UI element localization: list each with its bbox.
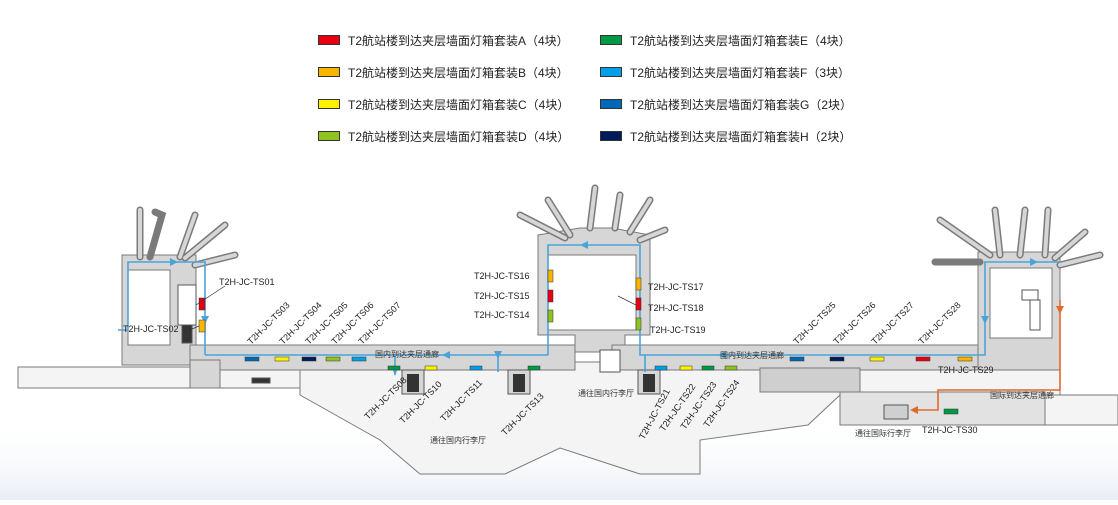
area-domestic-corridor-2: 国内到达夹层通廊 [720,350,784,360]
area-domestic-corridor-1: 国内到达夹层通廊 [375,349,439,359]
marker-ts28 [915,356,931,362]
legend-item-a: T2航站楼到达夹层墙面灯箱套装A（4块） [318,32,569,48]
marker-ts13 [527,365,541,371]
legend-label-g: T2航站楼到达夹层墙面灯箱套装G（2块） [630,97,853,112]
marker-ts27 [869,356,885,362]
label-ts18: T2H-JC-TS18 [648,303,704,313]
marker-ts23 [701,365,715,371]
legend-label-a: T2航站楼到达夹层墙面灯箱套装A（4块） [348,33,569,48]
intl-arrows [910,306,1064,414]
marker-ts29 [957,356,973,362]
legend-swatch-e [600,35,622,45]
label-ts30: T2H-JC-TS30 [922,425,978,435]
marker-ts08 [387,365,401,371]
label-ts28: T2H-JC-TS28 [916,300,962,346]
area-to-domestic-baggage-2: 通往国内行李厅 [578,388,634,398]
leader-lines [184,285,637,333]
legend-item-e: T2航站楼到达夹层墙面灯箱套装E（4块） [600,32,851,48]
marker-ts26 [829,356,845,362]
label-ts16: T2H-JC-TS16 [474,271,530,281]
legend-label-f: T2航站楼到达夹层墙面灯箱套装F（3块） [630,65,851,80]
legend-label-e: T2航站楼到达夹层墙面灯箱套装E（4块） [630,33,851,48]
legend-swatch-h [600,131,622,141]
legend-swatch-g [600,99,622,109]
legend-item-b: T2航站楼到达夹层墙面灯箱套装B（4块） [318,64,569,80]
marker-ts01 [198,297,206,311]
marker-ts19 [635,317,642,331]
inner-halls [127,254,1053,346]
intl-route [912,300,1061,411]
label-ts29: T2H-JC-TS29 [938,365,994,375]
marker-ts11 [469,365,483,371]
marker-ts24 [724,365,738,371]
area-to-intl-baggage: 通往国际行李厅 [855,428,911,438]
marker-ts30 [943,408,959,415]
legend: T2航站楼到达夹层墙面灯箱套装A（4块） T2航站楼到达夹层墙面灯箱套装B（4块… [318,26,878,156]
marker-ts03 [244,356,260,362]
marker-ts10 [424,365,438,371]
label-ts14: T2H-JC-TS14 [474,310,530,320]
area-intl-corridor: 国际到达夹层通廊 [990,390,1054,400]
legend-item-h: T2航站楼到达夹层墙面灯箱套装H（2块） [600,128,851,144]
legend-swatch-d [318,131,340,141]
marker-ts25 [789,356,805,362]
legend-swatch-a [318,35,340,45]
legend-label-d: T2航站楼到达夹层墙面灯箱套装D（4块） [348,129,570,144]
legend-item-f: T2航站楼到达夹层墙面灯箱套装F（3块） [600,64,850,80]
jetways-inner [138,186,1102,267]
marker-ts18 [635,297,642,311]
marker-ts16 [547,269,554,283]
marker-ts02 [198,319,206,333]
lightbox-markers [198,269,973,415]
marker-ts17 [635,277,642,291]
escalator-icons [407,374,655,392]
legend-item-c: T2航站楼到达夹层墙面灯箱套装C（4块） [318,96,569,112]
area-to-domestic-baggage-1: 通往国内行李厅 [430,435,486,445]
legend-item-d: T2航站楼到达夹层墙面灯箱套装D（4块） [318,128,569,144]
label-ts15: T2H-JC-TS15 [474,291,530,301]
label-ts19: T2H-JC-TS19 [650,325,706,335]
legend-label-c: T2航站楼到达夹层墙面灯箱套装C（4块） [348,97,570,112]
legend-swatch-b [318,67,340,77]
label-ts01: T2H-JC-TS01 [219,277,275,287]
marker-ts05 [301,356,317,362]
marker-ts07 [351,356,367,362]
marker-ts22 [679,365,693,371]
legend-swatch-c [318,99,340,109]
marker-ts06 [325,356,341,362]
marker-ts21 [654,365,668,371]
marker-ts04 [274,356,290,362]
legend-label-b: T2航站楼到达夹层墙面灯箱套装B（4块） [348,65,569,80]
label-ts02: T2H-JC-TS02 [123,324,179,334]
legend-item-g: T2航站楼到达夹层墙面灯箱套装G（2块） [600,96,852,112]
legend-label-h: T2航站楼到达夹层墙面灯箱套装H（2块） [630,129,852,144]
marker-ts15 [547,289,554,303]
marker-ts14 [547,309,554,323]
label-ts17: T2H-JC-TS17 [648,282,704,292]
area-labels: 国内到达夹层通廊 国内到达夹层通廊 通往国内行李厅 通往国内行李厅 国际到达夹层… [375,349,1054,445]
legend-swatch-f [600,67,622,77]
